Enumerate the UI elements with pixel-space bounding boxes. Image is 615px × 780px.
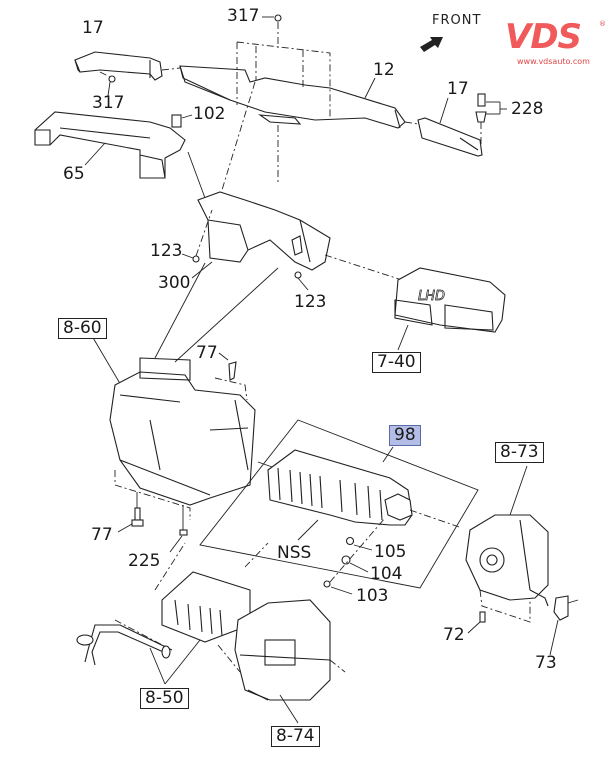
callout-72[interactable]: 72	[443, 625, 465, 645]
evaporator-8-74[interactable]	[234, 599, 331, 701]
callout-12[interactable]: 12	[373, 60, 395, 80]
callout-17-right[interactable]: 17	[447, 79, 469, 99]
callout-65[interactable]: 65	[63, 164, 85, 184]
nut-105[interactable]	[345, 536, 355, 546]
callout-105[interactable]: 105	[374, 542, 407, 562]
clip-317[interactable]	[108, 75, 116, 83]
callout-225[interactable]: 225	[128, 551, 161, 571]
callout-123-left[interactable]: 123	[150, 241, 183, 261]
vds-url: www.vdsauto.com	[517, 57, 590, 66]
callout-300[interactable]: 300	[158, 273, 191, 293]
vds-watermark: ® VDS www.vdsauto.com	[505, 20, 610, 66]
duct-17-left[interactable]	[74, 51, 163, 81]
registered-mark: ®	[599, 20, 606, 28]
ref-8-73[interactable]: 8-73	[495, 442, 544, 463]
clip-102[interactable]	[171, 114, 182, 128]
front-arrow-icon	[420, 37, 443, 52]
ref-8-50[interactable]: 8-50	[140, 688, 189, 709]
duct-300[interactable]	[197, 191, 331, 271]
vds-logo-text: VDS	[505, 17, 582, 57]
seal-225[interactable]	[179, 529, 188, 536]
duct-7-40-lhd[interactable]	[394, 267, 506, 333]
screw-77-top[interactable]	[228, 361, 237, 381]
lhd-emboss: LHD	[418, 289, 445, 304]
callout-102[interactable]: 102	[193, 104, 226, 124]
callout-123-right[interactable]: 123	[294, 292, 327, 312]
callout-317-left[interactable]: 317	[92, 93, 125, 113]
ref-8-74[interactable]: 8-74	[271, 726, 320, 747]
callout-nss[interactable]: NSS	[277, 543, 312, 563]
callout-73[interactable]: 73	[535, 653, 557, 673]
callout-104[interactable]: 104	[370, 564, 403, 584]
callout-77-bottom[interactable]: 77	[91, 525, 113, 545]
bellows-nss[interactable]	[267, 449, 413, 526]
callout-98-highlighted[interactable]: 98	[389, 425, 421, 446]
clip-123-left[interactable]	[192, 255, 200, 263]
screw-77-bottom[interactable]	[131, 507, 144, 527]
fastener-228[interactable]	[475, 93, 487, 123]
clip-317-top[interactable]	[274, 14, 282, 22]
callout-17-left[interactable]: 17	[82, 18, 104, 38]
washer-104[interactable]	[341, 555, 351, 565]
callout-103[interactable]: 103	[356, 586, 389, 606]
duct-17-right[interactable]	[417, 117, 483, 157]
clip-123-right[interactable]	[294, 271, 302, 279]
duct-65[interactable]	[34, 111, 186, 179]
resistor-73[interactable]	[553, 595, 569, 621]
heater-unit-8-60[interactable]	[109, 357, 256, 506]
ref-8-60[interactable]: 8-60	[58, 318, 107, 339]
callout-77-top[interactable]: 77	[196, 343, 218, 363]
bolt-103[interactable]	[323, 580, 331, 588]
ref-7-40[interactable]: 7-40	[372, 352, 421, 373]
screw-72[interactable]	[479, 611, 486, 623]
callout-228[interactable]: 228	[511, 99, 544, 119]
blower-8-73[interactable]	[465, 514, 549, 607]
front-label: FRONT	[432, 13, 482, 28]
drain-hose-8-50[interactable]	[76, 624, 173, 666]
duct-12[interactable]	[179, 65, 406, 129]
callout-317-top[interactable]: 317	[227, 6, 260, 26]
